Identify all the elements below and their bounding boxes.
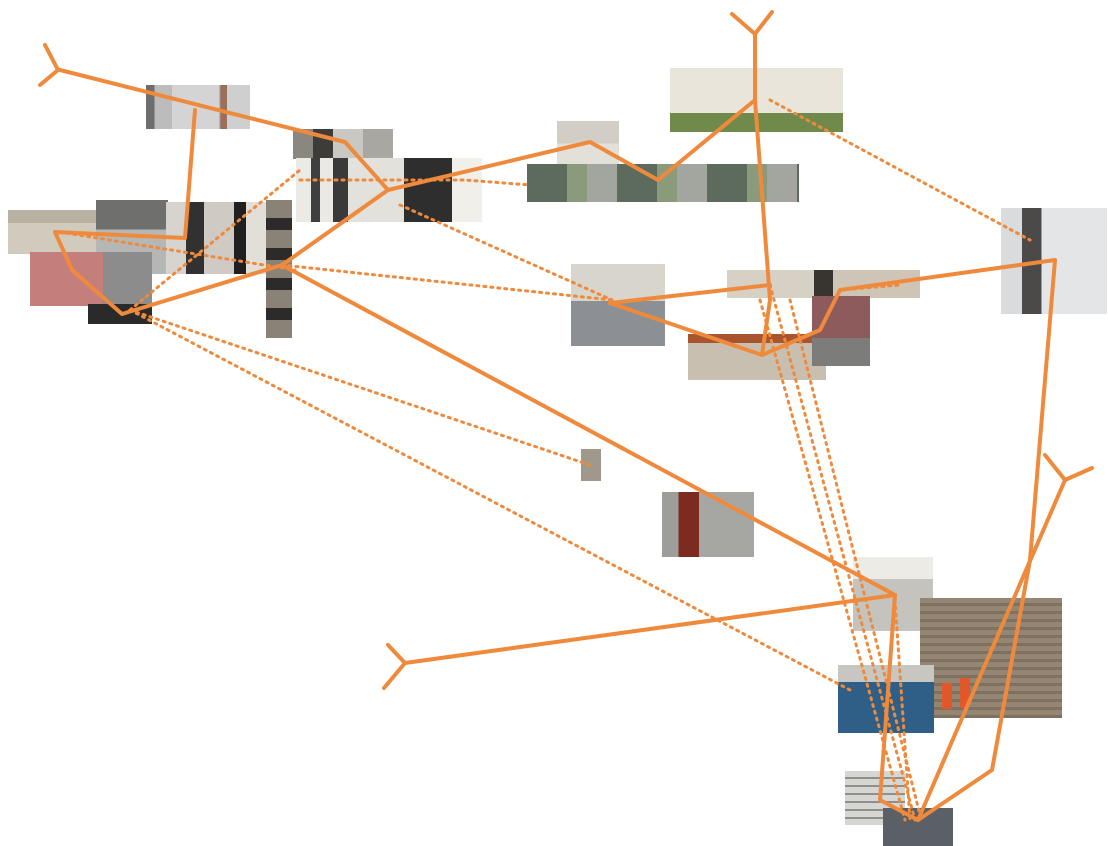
dotted-link-3 bbox=[298, 178, 532, 187]
dotted-link-13 bbox=[893, 598, 912, 822]
facade-photo bbox=[30, 252, 152, 306]
dotted-link-2 bbox=[128, 168, 302, 312]
dotted-link-4 bbox=[398, 203, 614, 302]
facade-photo bbox=[662, 492, 754, 557]
solid-route-2 bbox=[38, 43, 60, 87]
dotted-link-1 bbox=[58, 230, 297, 272]
dotted-link-10 bbox=[788, 298, 922, 817]
dotted-link-5 bbox=[280, 263, 614, 302]
facade-photo bbox=[527, 164, 799, 202]
solid-route-6 bbox=[403, 98, 1057, 822]
dotted-link-7 bbox=[128, 308, 852, 692]
facade-photo bbox=[853, 557, 933, 631]
solid-route-10 bbox=[608, 283, 772, 305]
dotted-link-9 bbox=[758, 298, 907, 822]
facade-photo bbox=[920, 598, 1062, 718]
solid-route-8 bbox=[916, 453, 1094, 822]
solid-route-3 bbox=[730, 10, 774, 36]
solid-route-1 bbox=[58, 32, 757, 192]
dotted-link-8 bbox=[768, 283, 917, 822]
dotted-link-6 bbox=[128, 308, 592, 467]
facade-photo bbox=[146, 85, 250, 129]
solid-route-7 bbox=[382, 643, 407, 690]
facade-photo bbox=[812, 296, 870, 366]
facade-photo bbox=[883, 808, 953, 846]
dotted-link-11 bbox=[768, 98, 1032, 242]
solid-route-9 bbox=[608, 301, 764, 357]
solid-route-5 bbox=[280, 188, 390, 267]
